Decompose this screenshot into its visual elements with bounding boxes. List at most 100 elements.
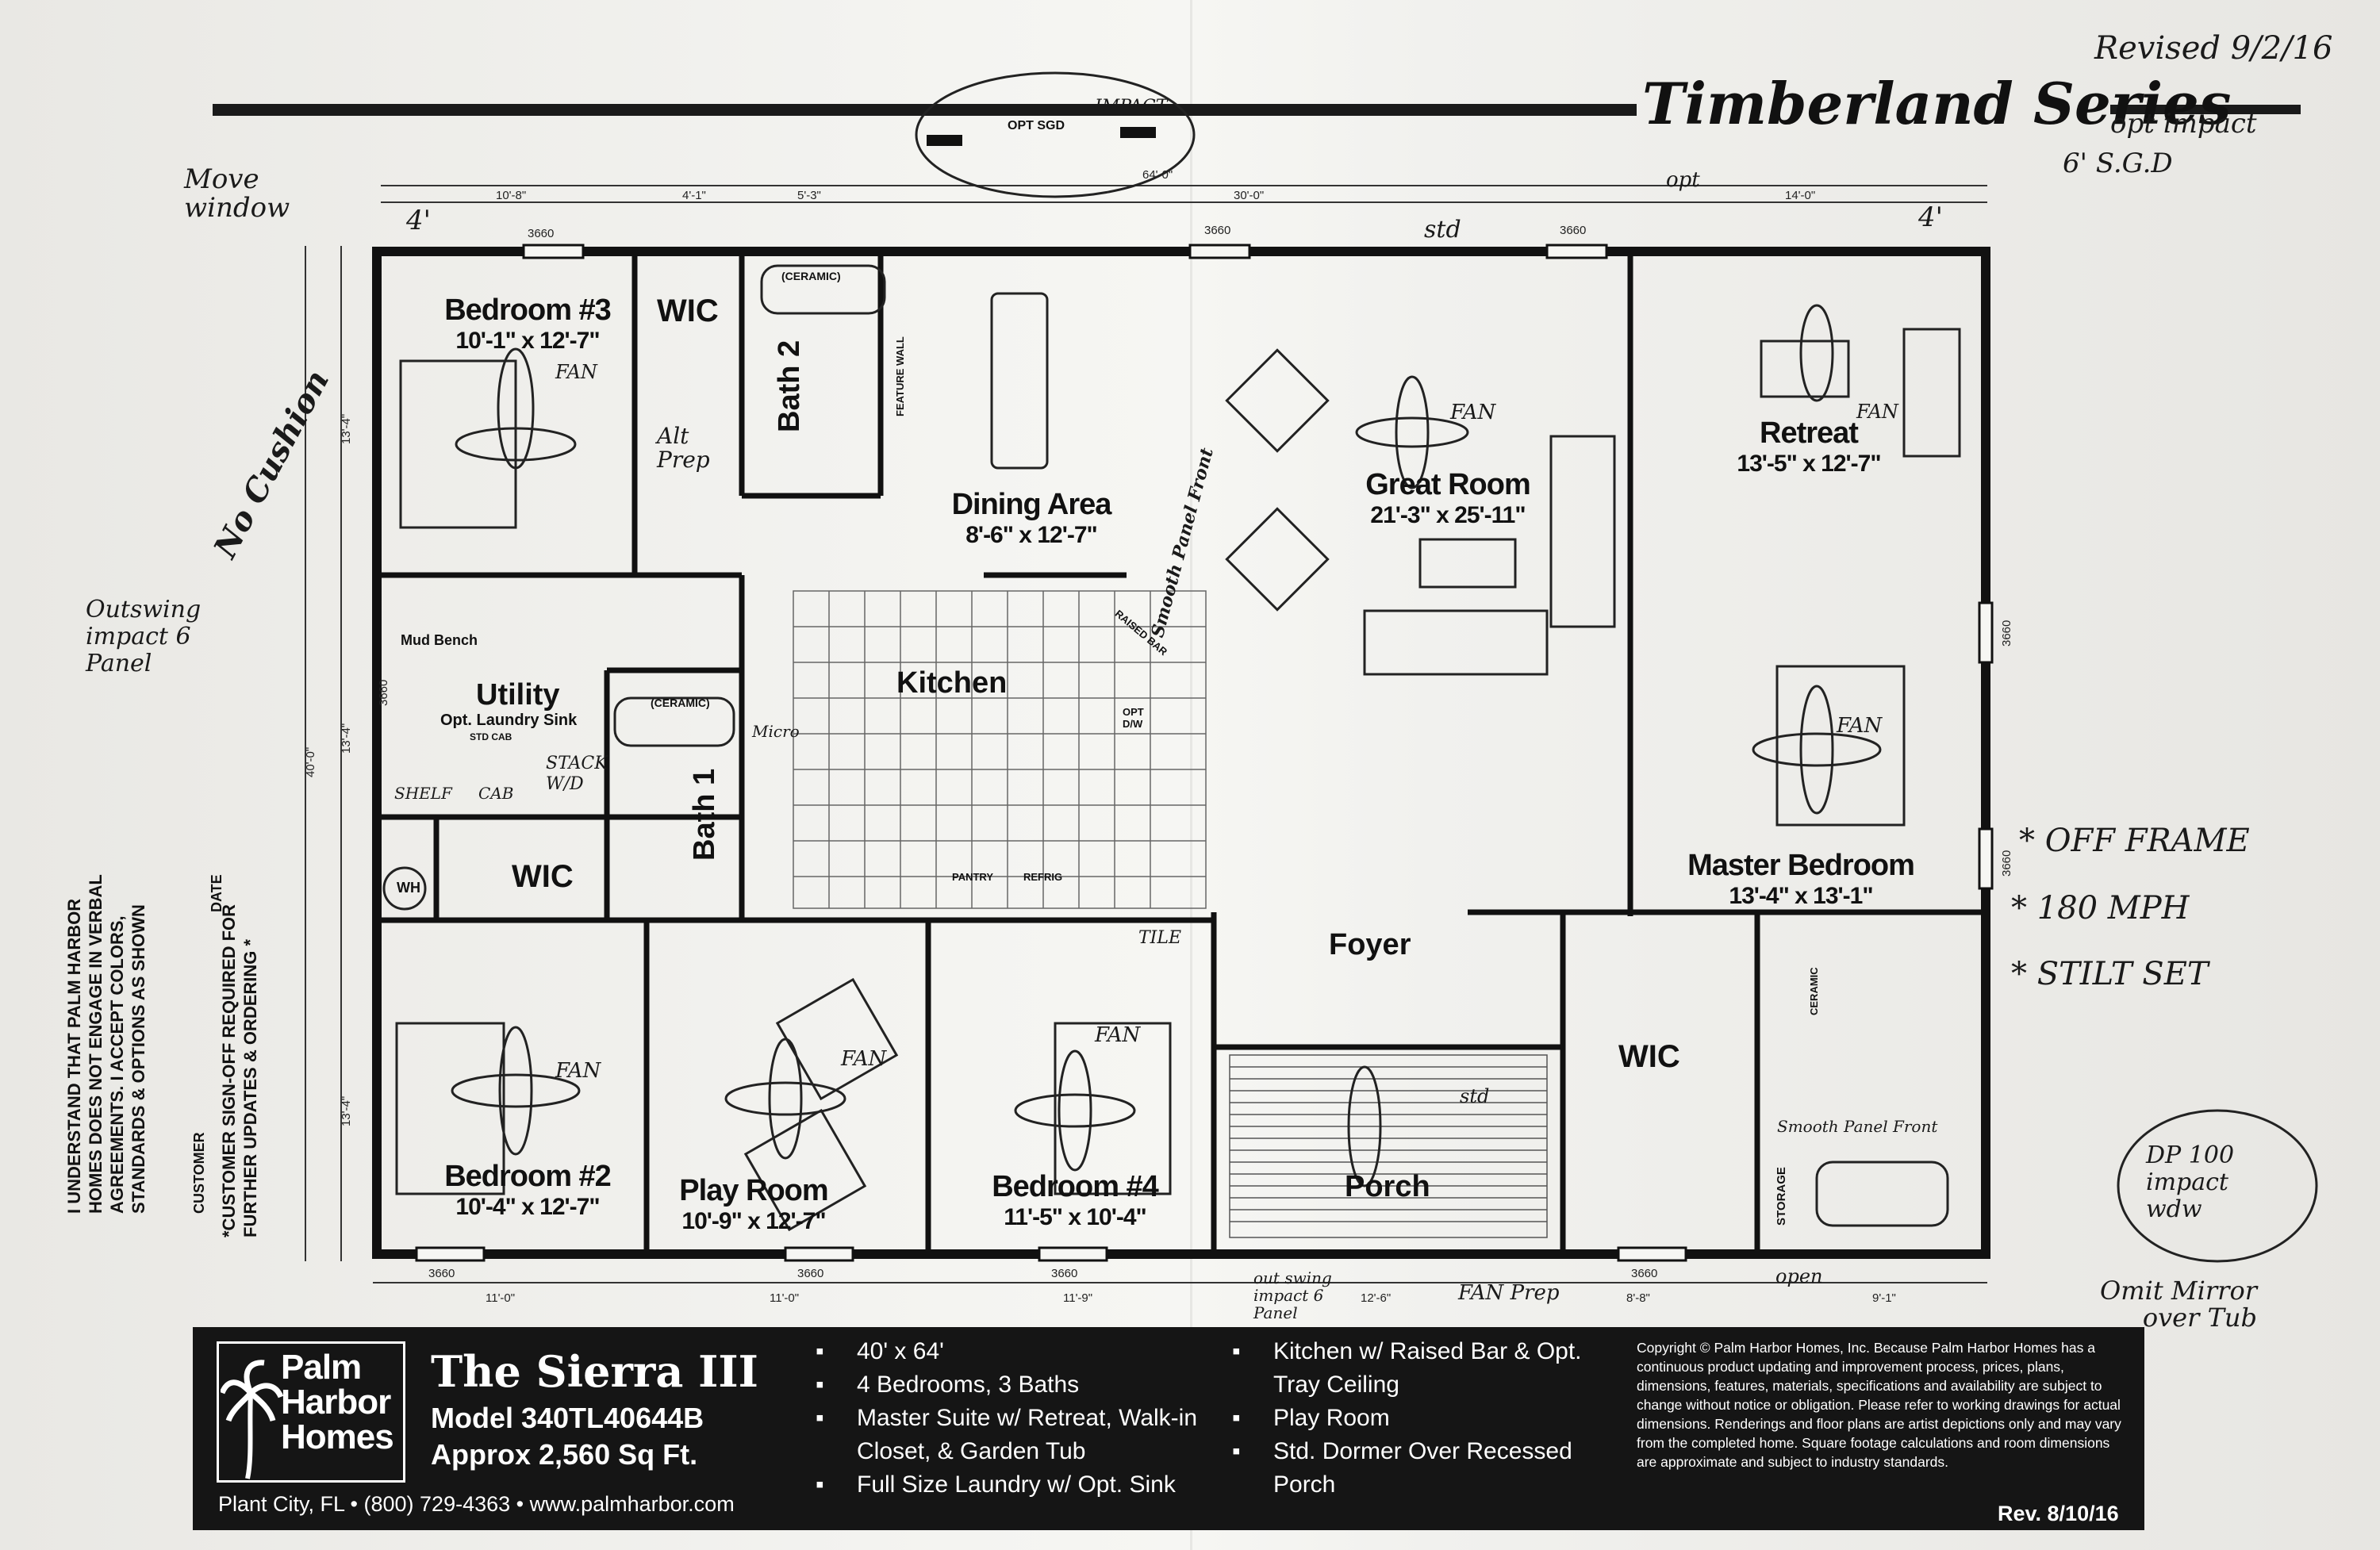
dim-top-seg-3: 5'-3" — [797, 189, 821, 202]
opt-sgd-label: OPT SGD — [1008, 119, 1065, 132]
window-code-7: 3660 — [2000, 620, 2013, 646]
dim-bottom-seg-4: 12'-6" — [1361, 1291, 1392, 1305]
dim-bottom-seg-1: 11'-0" — [486, 1291, 516, 1305]
room-ceramic-top: (CERAMIC) — [781, 270, 841, 282]
plan-title: The Sierra III — [431, 1346, 758, 1397]
room-kitchen: Kitchen — [896, 666, 1008, 700]
pantry-label: PANTRY — [952, 871, 993, 883]
outswing-left-note: Outswing impact 6 Panel — [86, 596, 202, 677]
room-master-name: Master Bedroom — [1687, 849, 1915, 882]
cab-note: CAB — [478, 784, 514, 803]
dim-left-overall: 40'-0" — [304, 746, 317, 777]
ceramic-master-label: CERAMIC — [1808, 967, 1820, 1015]
std-porch-note: std — [1460, 1085, 1490, 1107]
room-dining: Dining Area 8'-6" x 12'-7" — [936, 488, 1127, 549]
fan-note-retreat: FAN — [1856, 401, 1898, 423]
std-cab-label: STD CAB — [470, 731, 512, 742]
room-bedroom-2-name: Bedroom #2 — [444, 1160, 612, 1193]
palm-harbor-logo: Palm Harbor Homes — [217, 1341, 405, 1483]
window-code-1: 3660 — [1204, 224, 1231, 237]
dim-left-seg-2: 13'-4" — [340, 723, 353, 754]
feature-item: ▪Master Suite w/ Retreat, Walk-in Closet… — [816, 1405, 1198, 1464]
window-code-6: 3660 — [1631, 1267, 1658, 1280]
feature-text: 40' x 64' — [857, 1338, 944, 1364]
feature-item: ▪Play Room — [1232, 1405, 1390, 1431]
dim-left-seg-1: 13'-4" — [340, 413, 353, 444]
feature-text: 4 Bedrooms, 3 Baths — [857, 1372, 1080, 1398]
feature-item: ▪Std. Dormer Over Recessed Porch — [1232, 1438, 1572, 1498]
dim-bottom-seg-2: 11'-0" — [770, 1291, 800, 1305]
dim-top-seg-1: 10'-8" — [496, 189, 527, 202]
dim-top-seg-4: 30'-0" — [1234, 189, 1265, 202]
tile-note: TILE — [1138, 928, 1182, 948]
window-code-3: 3660 — [428, 1267, 455, 1280]
window-code-top-left: 3660 — [528, 227, 555, 240]
impact-top-note: IMPACT — [1095, 97, 1168, 117]
feature-wall-label: FEATURE WALL — [894, 336, 906, 416]
sign-off-customer-label: CUSTOMER — [191, 1132, 207, 1214]
fan-note-master: FAN — [1837, 714, 1883, 738]
room-bath-1: Bath 1 — [688, 768, 721, 861]
dim-top-seg-5: 14'-0" — [1785, 189, 1816, 202]
room-retreat-dims: 13'-5" x 12'-7" — [1737, 451, 1881, 477]
dim-bottom-seg-5: 8'-8" — [1626, 1291, 1650, 1305]
logo-text: Palm Harbor Homes — [281, 1348, 394, 1456]
stilt-set-note: * STILT SET — [2011, 956, 2209, 992]
alt-prep-note: Alt Prep — [657, 423, 710, 473]
opt-small-note: opt — [1666, 168, 1700, 192]
fan-note-bed2: FAN — [555, 1059, 601, 1083]
room-retreat: Retreat 13'-5" x 12'-7" — [1722, 416, 1896, 478]
dim-bottom-seg-6: 9'-1" — [1872, 1291, 1896, 1305]
logo-line-2: Harbor — [281, 1383, 391, 1421]
logo-line-3: Homes — [281, 1418, 394, 1456]
omit-mirror-note: Omit Mirror over Tub — [2100, 1276, 2257, 1333]
water-heater-label: WH — [397, 880, 420, 896]
mud-bench-label: Mud Bench — [401, 632, 478, 648]
room-master-dims: 13'-4" x 13'-1" — [1729, 883, 1873, 909]
sign-off-required: *CUSTOMER SIGN-OFF REQUIRED FOR FURTHER … — [218, 904, 261, 1237]
six-sgd-note: 6' S.G.D — [2063, 148, 2173, 179]
plan-model: Model 340TL40644B — [431, 1402, 704, 1434]
opt-impact-note: opt impact — [2110, 108, 2257, 140]
dim-top-seg-2: 4'-1" — [682, 189, 706, 202]
feature-item: ▪40' x 64' — [816, 1338, 944, 1364]
sign-off-line-3: AGREEMENTS. I ACCEPT COLORS, — [107, 915, 127, 1214]
copyright-text: Copyright © Palm Harbor Homes, Inc. Beca… — [1637, 1340, 2121, 1470]
info-banner: Palm Harbor Homes The Sierra III Model 3… — [193, 1327, 2144, 1530]
laundry-sink-label: Opt. Laundry Sink — [440, 712, 578, 729]
room-bedroom-3: Bedroom #3 10'-1" x 12'-7" — [428, 294, 627, 355]
room-dining-dims: 8'-6" x 12'-7" — [965, 522, 1097, 548]
dp100-note: DP 100 impact wdw — [2146, 1141, 2235, 1223]
sign-off-line-6: FURTHER UPDATES & ORDERING * — [240, 938, 260, 1237]
logo-line-1: Palm — [281, 1348, 362, 1387]
micro-note: Micro — [752, 722, 800, 741]
room-great-dims: 21'-3" x 25'-11" — [1370, 502, 1526, 528]
fan-note-bed4: FAN — [1095, 1023, 1141, 1047]
revision-label: Rev. 8/10/16 — [1998, 1502, 2119, 1525]
fan-note-great: FAN — [1450, 401, 1496, 424]
move-window-note: Move window — [184, 163, 290, 224]
storage-label: STORAGE — [1775, 1167, 1788, 1226]
room-play-room: Play Room 10'-9" x 12'-7" — [658, 1174, 849, 1235]
sign-off-block: I UNDERSTAND THAT PALM HARBOR HOMES DOES… — [63, 874, 149, 1214]
room-bedroom-4-name: Bedroom #4 — [992, 1170, 1159, 1203]
room-wic-mid: WIC — [512, 859, 574, 894]
room-bedroom-3-dims: 10'-1" x 12'-7" — [455, 328, 600, 354]
features-left: ▪40' x 64' ▪4 Bedrooms, 3 Baths ▪Master … — [816, 1335, 1204, 1502]
feature-text: Full Size Laundry w/ Opt. Sink — [857, 1471, 1176, 1498]
fan-prep-note: FAN Prep — [1458, 1281, 1560, 1305]
revised-note: Revised 9/2/16 — [2094, 30, 2333, 67]
plan-sqft: Approx 2,560 Sq Ft. — [431, 1438, 698, 1471]
dim-left-seg-3: 13'-4" — [340, 1095, 353, 1126]
features-right: ▪Kitchen w/ Raised Bar & Opt. Tray Ceili… — [1232, 1335, 1605, 1502]
palm-tree-icon — [221, 1360, 284, 1479]
room-bedroom-2: Bedroom #2 10'-4" x 12'-7" — [432, 1160, 623, 1221]
sign-off-line-1: I UNDERSTAND THAT PALM HARBOR — [64, 898, 84, 1214]
stack-wd-note: STACK W/D — [546, 754, 608, 794]
series-title: Timberland Series — [1642, 70, 2232, 137]
four-ft-left-note: 4' — [406, 205, 431, 236]
window-code-9: 3660 — [377, 679, 390, 706]
window-code-4: 3660 — [797, 1267, 824, 1280]
room-play-room-name: Play Room — [679, 1174, 828, 1207]
